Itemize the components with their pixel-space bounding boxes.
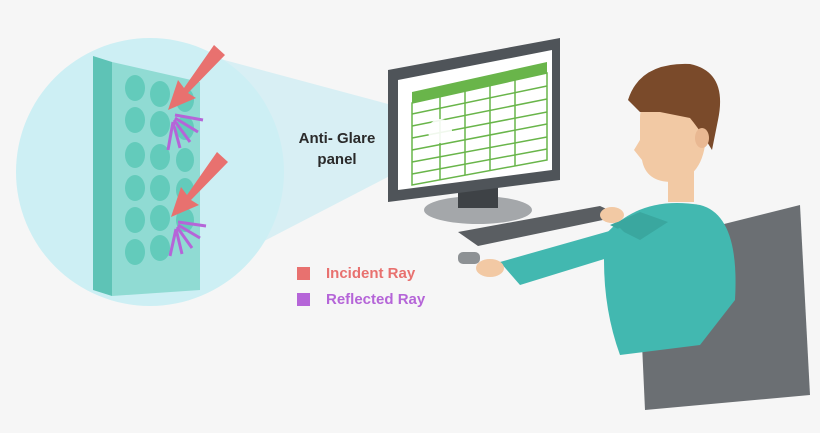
magnified-panel-view: [16, 38, 284, 306]
glass-panel-side: [93, 56, 112, 296]
mouse: [458, 252, 480, 264]
callout-line-2: panel: [317, 151, 357, 168]
hair: [628, 63, 721, 150]
legend: Incident Ray Reflected Ray: [297, 260, 425, 312]
hand-right: [476, 259, 504, 277]
monitor: [388, 38, 560, 224]
incident-ray-arrows: [168, 45, 228, 217]
legend-label-incident: Incident Ray: [326, 264, 416, 282]
monitor-base: [424, 196, 532, 224]
legend-item-reflected: Reflected Ray: [297, 286, 425, 312]
incident-swatch: [297, 266, 310, 280]
anti-glare-panel-label: Anti- Glare panel: [282, 128, 392, 170]
legend-item-incident: Incident Ray: [297, 260, 425, 286]
hand-left: [600, 207, 624, 223]
arm-lower: [500, 228, 640, 285]
arm-upper: [610, 212, 668, 240]
spreadsheet-header: [412, 62, 547, 103]
callout-line-1: Anti- Glare: [298, 130, 376, 147]
person: [476, 63, 736, 355]
keyboard: [458, 206, 622, 246]
zoom-point: [428, 119, 452, 143]
ear: [695, 128, 709, 148]
reflected-swatch: [297, 292, 310, 306]
legend-label-reflected: Reflected Ray: [326, 290, 426, 308]
reflected-ray-arrows: [166, 113, 207, 257]
torso: [604, 203, 736, 355]
